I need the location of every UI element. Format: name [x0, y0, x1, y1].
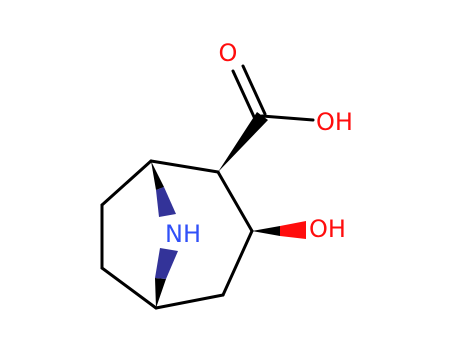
wedge-bond-carboxyl: [218, 112, 268, 172]
wedge-bond-hydroxyl-red: [280, 221, 306, 239]
bond-c7-c1: [100, 159, 153, 207]
carbonyl-oxygen-label: O: [219, 39, 238, 67]
bond-c3-c4: [221, 229, 254, 297]
bond-c4-c5: [154, 293, 225, 310]
bond-carboxyl-c-oh: [260, 114, 315, 122]
wedge-bond-bridge-lower-blue: [155, 248, 178, 279]
acid-hydroxyl-label: OH: [316, 108, 353, 136]
wedge-bond-bridge-upper-dark: [151, 161, 164, 190]
bond-c1-c2: [149, 159, 220, 174]
ring-hydroxyl-label: OH: [309, 215, 346, 243]
wedge-bond-bridge-lower-dark: [155, 278, 166, 308]
bond-c5-c6: [100, 266, 158, 310]
bond-c2-c3: [216, 170, 254, 233]
bond-carbonyl-double-1: [231, 69, 257, 121]
wedge-bond-bridge-upper-blue: [156, 187, 176, 217]
bridge-nitrogen-label: NH: [165, 220, 201, 248]
bond-carbonyl-double-2: [241, 64, 267, 116]
wedge-bond-hydroxyl-dark: [252, 226, 280, 236]
